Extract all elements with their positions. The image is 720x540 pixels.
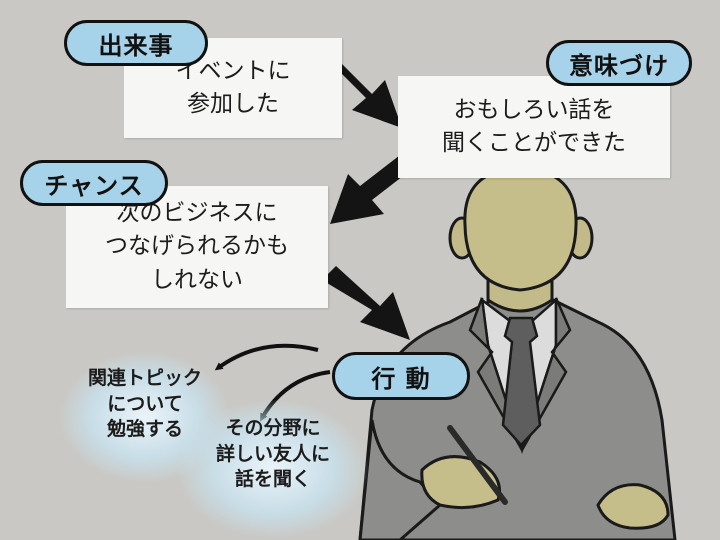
right-hand bbox=[596, 483, 670, 530]
friend-option-text: その分野に 詳しい友人に 話を聞く bbox=[215, 417, 330, 491]
friend-option-glow bbox=[178, 400, 368, 538]
right-lapel bbox=[520, 297, 572, 451]
arrow-event-to-meaning bbox=[320, 56, 402, 128]
chance-box: 次のビジネスに つなげられるかも しれない bbox=[66, 186, 328, 308]
meaning-tag: 意味づけ bbox=[546, 40, 692, 86]
arrow-chance-to-action bbox=[322, 266, 410, 340]
meaning-box: おもしろい話を 聞くことができた bbox=[398, 76, 670, 178]
arrow-action-to-study bbox=[214, 343, 319, 371]
left-sleeve bbox=[358, 419, 443, 540]
event-tag: 出来事 bbox=[64, 20, 208, 66]
study-option-text: 関連トピック について 勉強する bbox=[87, 367, 202, 441]
action-tag: 行 動 bbox=[332, 352, 470, 400]
head bbox=[463, 166, 578, 292]
flow-arrows bbox=[320, 56, 416, 340]
event-box: イベントに 参加した bbox=[124, 38, 342, 138]
chance-tag: チャンス bbox=[20, 160, 168, 206]
arrow-meaning-to-chance bbox=[330, 152, 416, 224]
pen bbox=[447, 425, 508, 505]
necktie bbox=[501, 316, 542, 447]
